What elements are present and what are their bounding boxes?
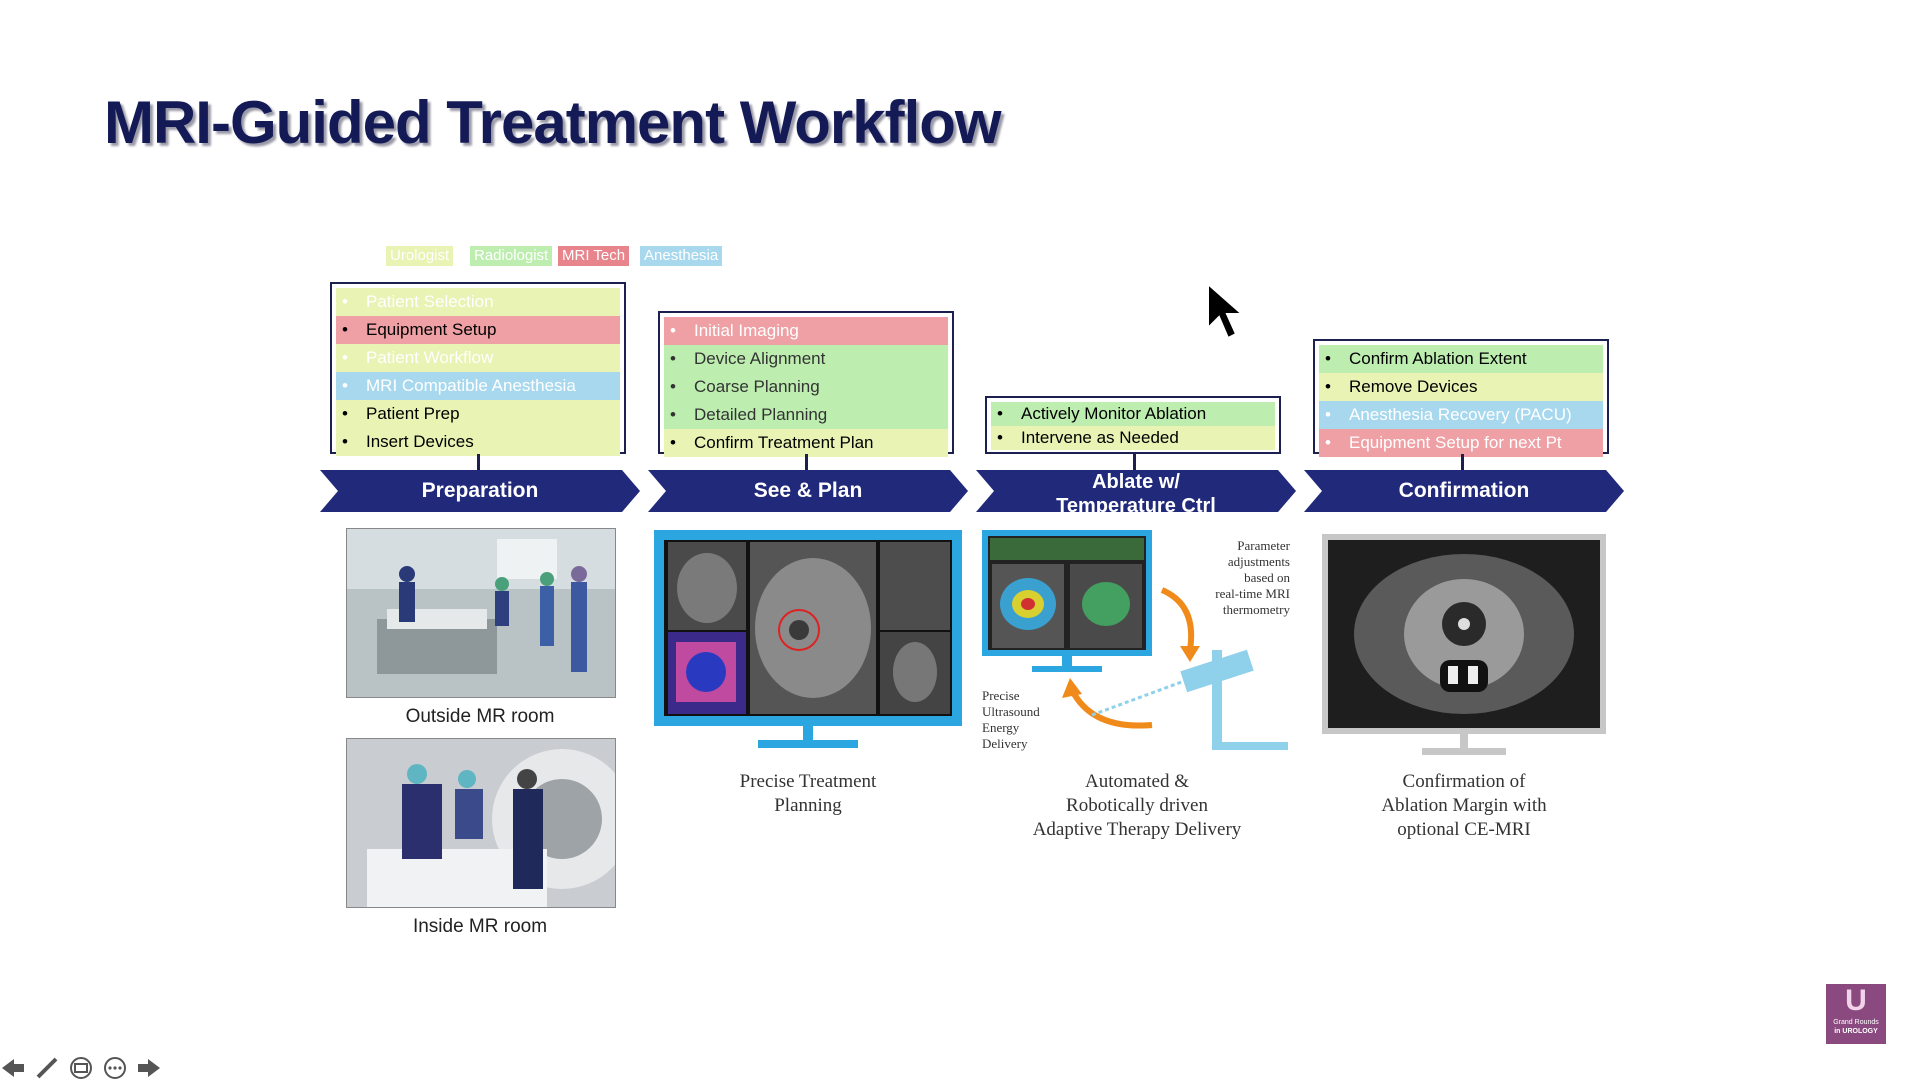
see-plan-task-box: Initial Imaging Device Alignment Coarse …: [658, 311, 954, 457]
phase-label: Confirmation: [1398, 479, 1530, 502]
slide-title: MRI-Guided Treatment Workflow: [104, 89, 1002, 156]
task-item: Initial Imaging: [664, 317, 948, 345]
parameter-note: Parameter adjustments based on real-time…: [1215, 538, 1290, 617]
phase-ablate: Ablate w/ Temperature Ctrl: [976, 470, 1296, 517]
phase-caption: Automated & Robotically driven Adaptive …: [1032, 771, 1242, 840]
confirmation-monitor-image: [1322, 534, 1606, 756]
phase-label: Preparation: [421, 479, 539, 502]
phase-preparation: Preparation: [320, 470, 640, 512]
outside-mr-room-photo: [346, 528, 616, 698]
task-item: Intervene as Needed: [991, 426, 1275, 450]
phase-caption: Precise Treatment Planning: [739, 771, 877, 816]
photo-caption: Inside MR room: [412, 916, 548, 937]
pen-icon[interactable]: [34, 1057, 60, 1079]
connector-line: [1461, 454, 1464, 470]
preparation-task-box: Patient Selection Equipment Setup Patien…: [330, 282, 626, 456]
legend-mri-tech: MRI Tech: [558, 246, 630, 266]
phase-label: Ablate w/ Temperature Ctrl: [1056, 471, 1216, 517]
task-item: Coarse Planning: [664, 373, 948, 401]
back-arrow-icon[interactable]: [0, 1057, 26, 1079]
phase-confirmation: Confirmation: [1304, 470, 1624, 512]
forward-arrow-icon[interactable]: [136, 1057, 162, 1079]
task-item: Confirm Treatment Plan: [664, 429, 948, 457]
confirmation-task-box: Confirm Ablation Extent Remove Devices A…: [1313, 339, 1609, 457]
slides-icon[interactable]: [68, 1057, 94, 1079]
grand-rounds-urology-logo: U Grand Rounds in UROLOGY: [1826, 984, 1886, 1044]
task-item: Equipment Setup for next Pt: [1319, 429, 1603, 457]
mouse-cursor-icon: [1206, 281, 1246, 347]
task-item: Device Alignment: [664, 345, 948, 373]
task-item: MRI Compatible Anesthesia: [336, 372, 620, 400]
legend-anesthesia: Anesthesia: [640, 246, 723, 266]
legend-radiologist: Radiologist: [470, 246, 553, 266]
task-item: Patient Selection: [336, 288, 620, 316]
phase-label: See & Plan: [753, 479, 863, 502]
connector-line: [805, 454, 808, 470]
thermometry-loop-image: [982, 530, 1292, 760]
task-item: Patient Workflow: [336, 344, 620, 372]
task-item: Actively Monitor Ablation: [991, 402, 1275, 426]
task-item: Equipment Setup: [336, 316, 620, 344]
more-icon[interactable]: [102, 1057, 128, 1079]
slideshow-nav-bar: [0, 1056, 162, 1080]
legend-urologist: Urologist: [386, 246, 454, 266]
task-item: Remove Devices: [1319, 373, 1603, 401]
ultrasound-note: Precise Ultrasound Energy Delivery: [982, 688, 1040, 751]
planning-monitor-image: [654, 530, 962, 750]
task-item: Anesthesia Recovery (PACU): [1319, 401, 1603, 429]
connector-line: [477, 454, 480, 470]
phase-caption: Confirmation of Ablation Margin with opt…: [1381, 771, 1547, 840]
connector-line: [1133, 454, 1136, 470]
phase-see-plan: See & Plan: [648, 470, 968, 512]
photo-caption: Outside MR room: [405, 706, 555, 727]
task-item: Confirm Ablation Extent: [1319, 345, 1603, 373]
ablate-task-box: Actively Monitor Ablation Intervene as N…: [985, 396, 1281, 454]
inside-mr-room-photo: [346, 738, 616, 908]
task-item: Detailed Planning: [664, 401, 948, 429]
task-item: Patient Prep: [336, 400, 620, 428]
task-item: Insert Devices: [336, 428, 620, 456]
